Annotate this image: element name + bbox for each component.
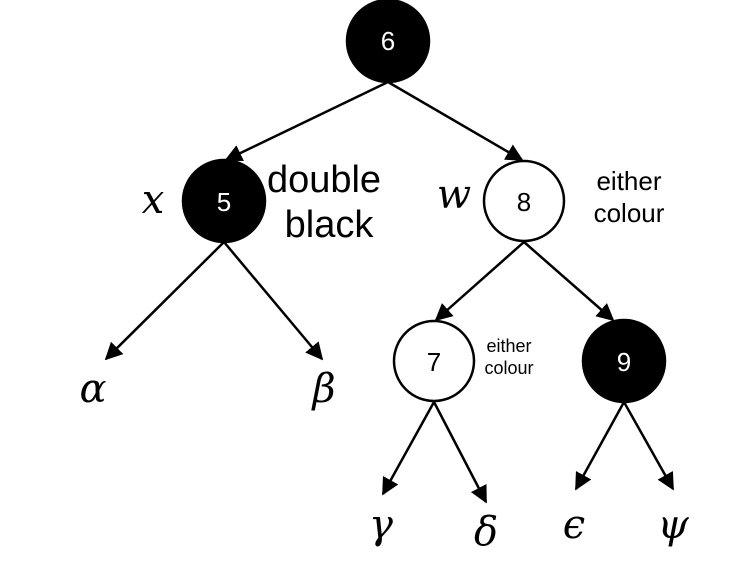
node-8-circle: [482, 159, 566, 243]
node-5-circle: [181, 158, 267, 244]
node-5-label: 5: [217, 187, 231, 217]
subtree-psi-label: ψ: [657, 502, 689, 548]
node-7-circle: [392, 319, 476, 403]
subtree-epsilon-label: ϵ: [563, 502, 585, 548]
variable-x-label: x: [142, 177, 165, 223]
edges: [104, 80, 675, 504]
node-9-circle: [581, 318, 667, 404]
subtree-alpha-label: α: [79, 366, 106, 412]
node-9: 9: [581, 318, 667, 404]
double-black-label-line1: double: [267, 159, 381, 201]
either-colour-node7-line2: colour: [484, 358, 533, 378]
node-6-circle: [345, 0, 431, 84]
edge-6-to-8: [387, 80, 524, 162]
edge-9-to-psi: [622, 401, 675, 491]
node-6: 6: [345, 0, 431, 84]
node-8-label: 8: [517, 187, 531, 217]
node-5: 5: [181, 158, 267, 244]
node-8: 8: [482, 159, 566, 243]
edge-8-to-9: [523, 241, 615, 322]
subtree-delta-label: δ: [474, 509, 498, 555]
node-9-label: 9: [617, 347, 631, 377]
edge-5-to-alpha: [104, 241, 225, 361]
variable-w-label: w: [437, 172, 471, 218]
edge-9-to-epsilon: [574, 401, 626, 491]
either-colour-node7-line1: either: [486, 336, 531, 356]
node-7-label: 7: [427, 347, 441, 377]
edge-5-to-beta: [223, 241, 324, 361]
edge-7-to-delta: [432, 401, 488, 504]
edge-7-to-gamma: [381, 401, 436, 496]
double-black-label-line2: black: [285, 204, 375, 246]
edge-8-to-7: [434, 241, 525, 322]
node-6-label: 6: [381, 26, 395, 56]
either-colour-node8-line2: colour: [594, 198, 665, 228]
either-colour-node8-line1: either: [596, 166, 661, 196]
node-7: 7: [392, 319, 476, 403]
subtree-beta-label: β: [310, 366, 335, 412]
subtree-gamma-label: γ: [369, 502, 393, 548]
edge-6-to-5: [224, 80, 389, 162]
